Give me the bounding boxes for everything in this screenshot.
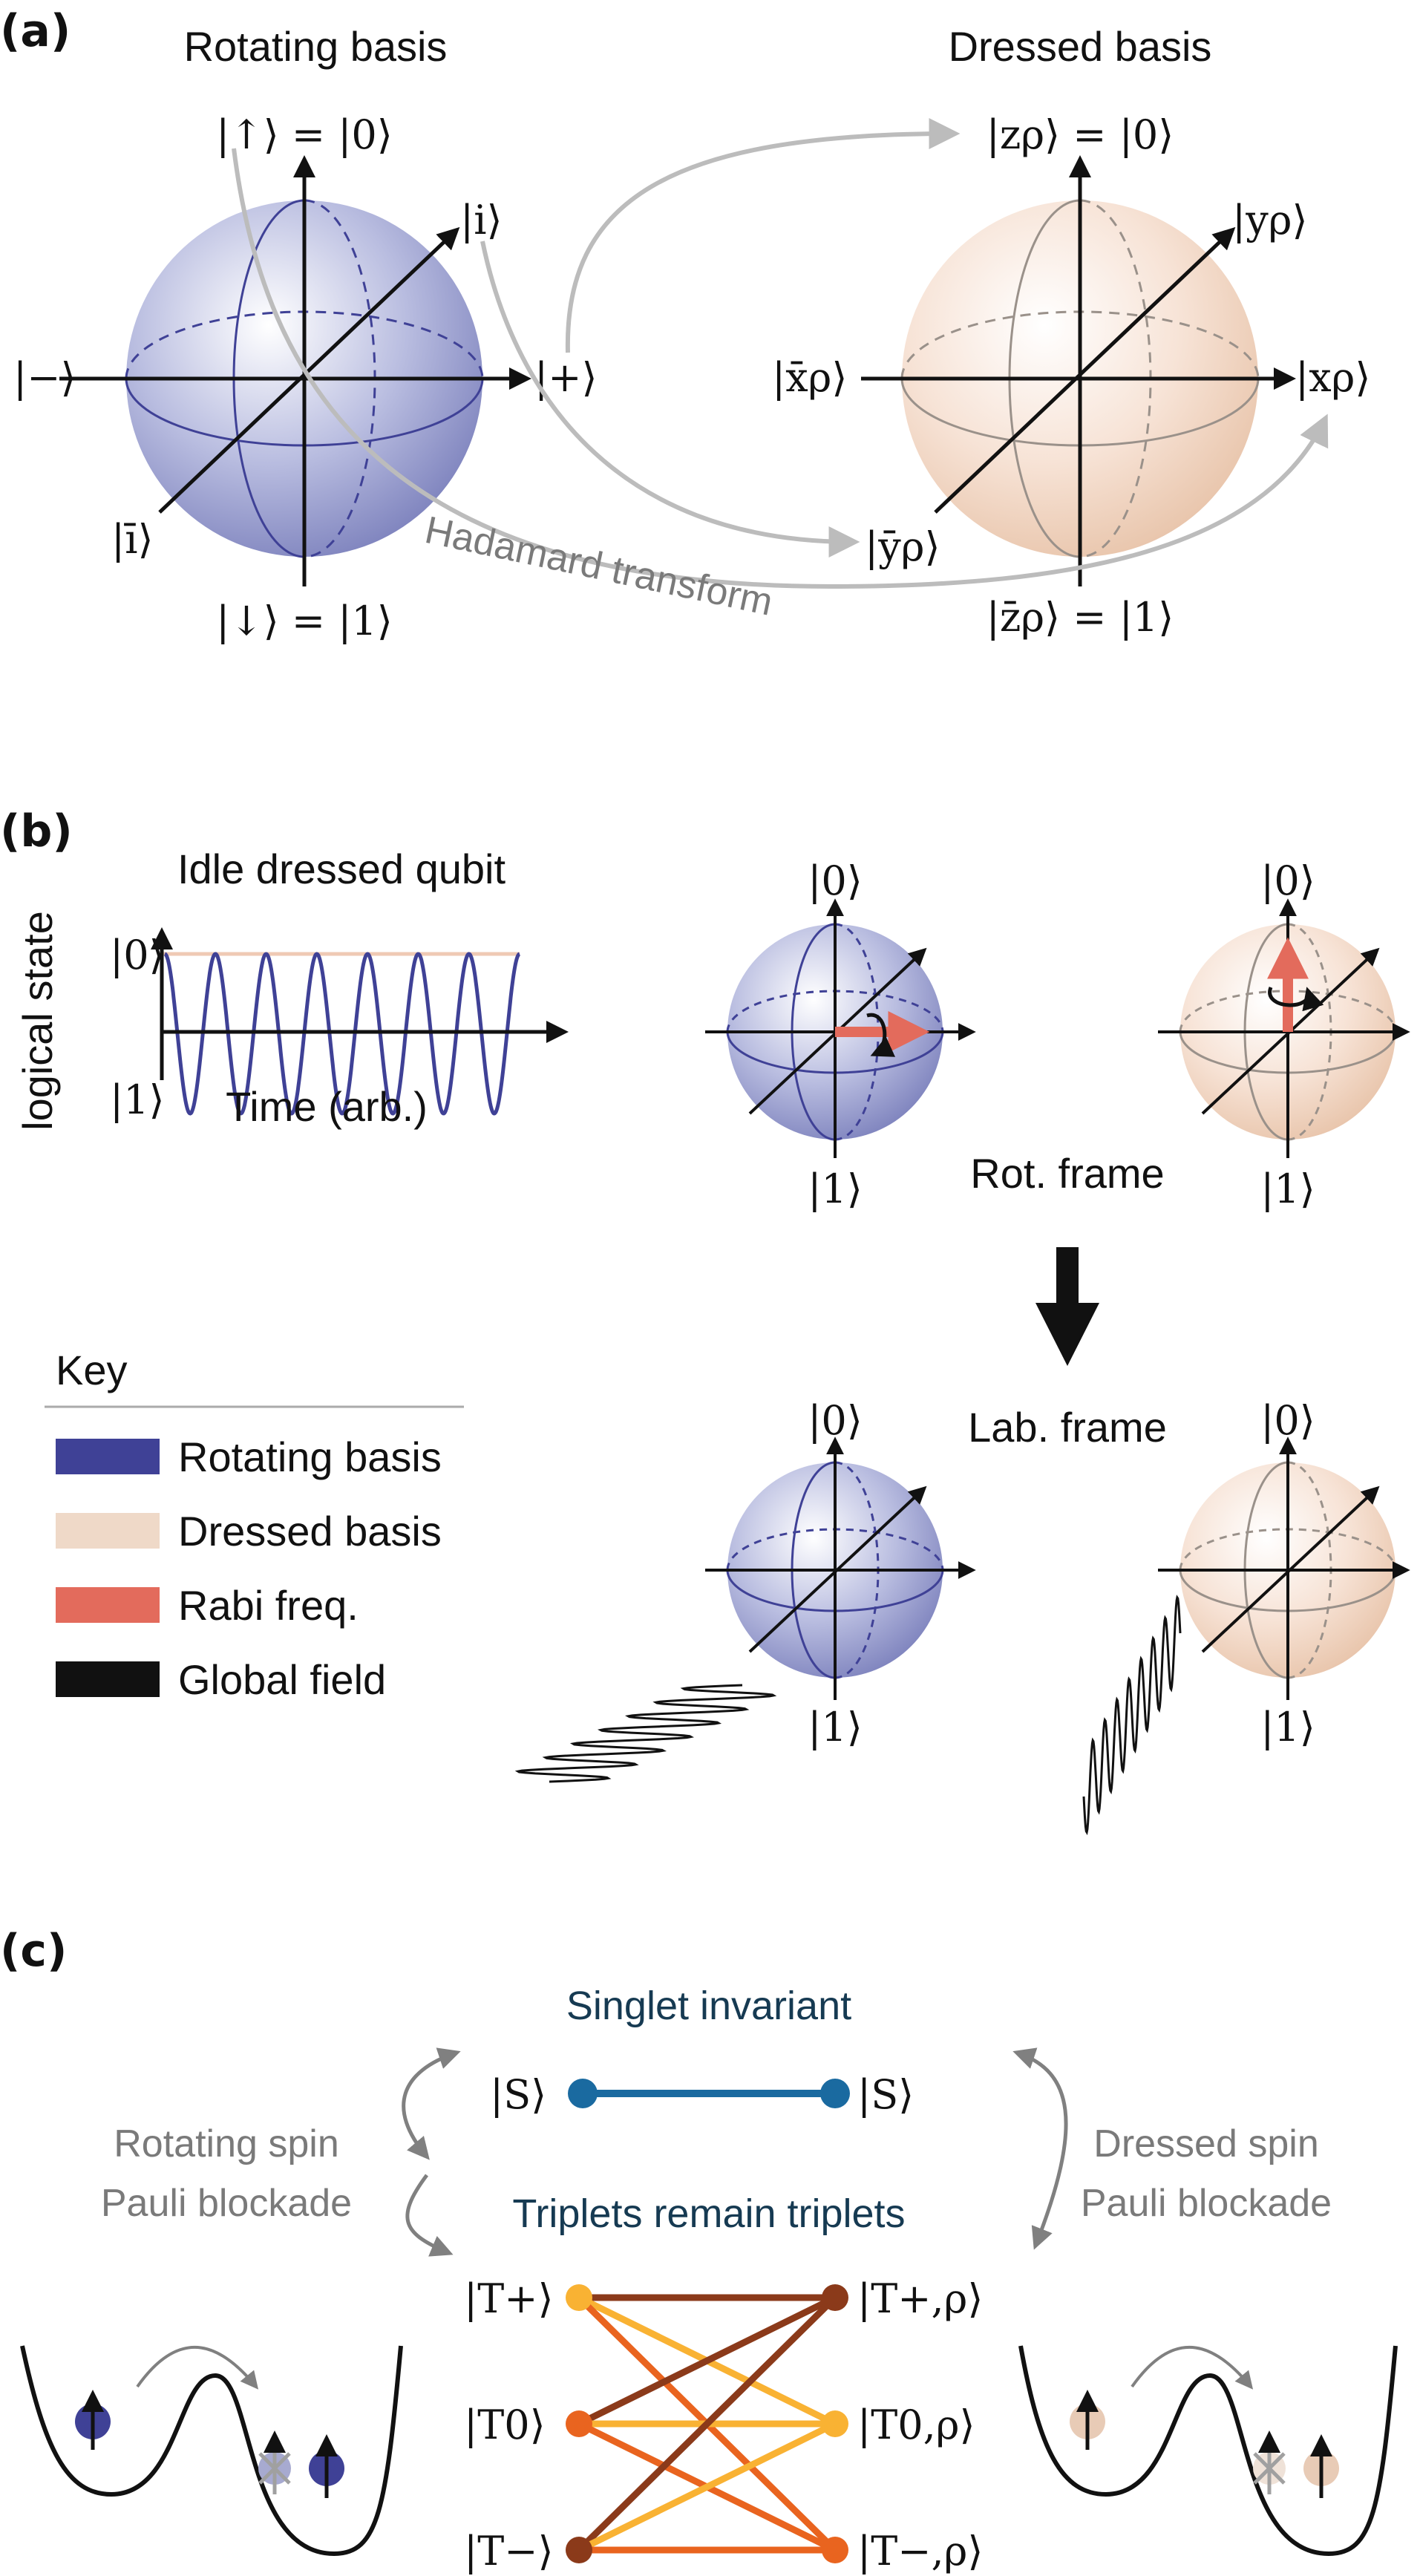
triplet-connections (576, 2294, 838, 2554)
rotating-basis-title: Rotating basis (184, 23, 448, 70)
right-caption-line2: Pauli blockade (1081, 2182, 1332, 2225)
ket-up-zero: |↑⟩ = |0⟩ (216, 111, 393, 158)
ket-t-minus: |T−⟩ (464, 2528, 554, 2575)
ket-x-bar-rho: |x̄ρ⟩ (772, 354, 847, 401)
lab-frame-label: Lab. frame (968, 1404, 1167, 1451)
singlet-left-ket: |S⟩ (490, 2071, 546, 2118)
plus-to-z-arrow (565, 118, 961, 353)
left-curved-arrow-lower (405, 2174, 454, 2257)
ket-y-bar-rho: |ȳρ⟩ (865, 523, 940, 570)
ket-t-minus-rho: |T−,ρ⟩ (857, 2528, 983, 2575)
rotation-curl-icon (866, 1013, 896, 1057)
global-field-trace-blue (514, 1684, 777, 1783)
singlet-node-right (820, 2079, 850, 2108)
panel-c-label: (c) (0, 1925, 67, 1977)
left-caption-line1: Rotating spin (114, 2122, 339, 2165)
key-swatch-rabi (56, 1587, 160, 1623)
lab-frame-peach-sphere (1158, 1436, 1410, 1700)
triplets-title: Triplets remain triplets (512, 2191, 905, 2236)
rot-frame-peach-sphere (1158, 898, 1410, 1158)
lab-frame-blue-sphere (705, 1436, 976, 1700)
frame-change-arrow (1035, 1247, 1099, 1366)
rot-blue-ket-zero: |0⟩ (808, 857, 863, 904)
key-swatch-rotating (56, 1439, 160, 1474)
i-to-ybar-arrow (480, 241, 860, 558)
rotating-oscillation-trace (163, 952, 521, 1116)
panel-c: (c) Singlet invariant |S⟩ |S⟩ Triplets r… (0, 1925, 1398, 2575)
global-field-trace-peach (1082, 1595, 1182, 1836)
panel-b-label: (b) (0, 805, 73, 857)
key-title: Key (56, 1347, 128, 1393)
ket-down-one: |↓⟩ = |1⟩ (216, 598, 393, 644)
left-double-well (20, 2345, 403, 2557)
panel-a: (a) Rotating basis Dressed basis |↑⟩ = |… (0, 5, 1370, 644)
ket-t-plus-rho: |T+,ρ⟩ (857, 2275, 983, 2322)
rot-peach-ket-zero: |0⟩ (1260, 857, 1315, 904)
right-curved-arrow (1012, 2047, 1068, 2250)
lab-blue-ket-one: |1⟩ (808, 1704, 863, 1750)
rotating-bloch-sphere (59, 155, 531, 586)
key-label-rabi: Rabi freq. (178, 1582, 359, 1629)
ytick-zero: |0⟩ (110, 932, 165, 978)
ket-t-plus: |T+⟩ (464, 2275, 554, 2322)
dressed-bloch-sphere (861, 155, 1296, 586)
ytick-one: |1⟩ (110, 1076, 165, 1123)
node-t-plus (566, 2284, 592, 2311)
rotation-curl-icon-2 (1268, 987, 1324, 1012)
rot-peach-ket-one: |1⟩ (1260, 1166, 1315, 1212)
node-t-zero (566, 2410, 592, 2437)
left-caption-line2: Pauli blockade (101, 2182, 352, 2225)
hadamard-arrows (232, 118, 1329, 589)
node-t-zero-rho (822, 2410, 848, 2437)
ket-i-bar: |ī⟩ (111, 516, 154, 563)
dressed-basis-title: Dressed basis (949, 23, 1212, 70)
idle-qubit-plot: |0⟩ |1⟩ Time (arb.) logical state (14, 911, 569, 1131)
ket-minus: |−⟩ (13, 354, 76, 401)
ket-z-rho: |zρ⟩ = |0⟩ (987, 111, 1174, 158)
ket-y-rho: |yρ⟩ (1232, 197, 1308, 243)
rot-frame-blue-sphere (705, 898, 976, 1158)
rot-frame-label: Rot. frame (970, 1150, 1164, 1197)
lab-peach-ket-zero: |0⟩ (1260, 1397, 1315, 1444)
singlet-invariant-title: Singlet invariant (566, 1984, 851, 2028)
key-swatch-dressed (56, 1513, 160, 1549)
left-curved-arrow (402, 2047, 461, 2160)
singlet-node-left (568, 2079, 598, 2108)
tunnel-arrow-left (136, 2345, 259, 2390)
rot-blue-ket-one: |1⟩ (808, 1166, 863, 1212)
ket-t-zero: |T0⟩ (464, 2402, 546, 2448)
legend-key: Key Rotating basis Dressed basis Rabi fr… (45, 1347, 464, 1703)
y-axis-label: logical state (14, 911, 61, 1131)
key-label-global: Global field (178, 1656, 386, 1703)
panel-b: (b) Idle dressed qubit |0⟩ |1⟩ Time (arb… (0, 805, 1410, 1836)
ket-t-zero-rho: |T0,ρ⟩ (857, 2402, 975, 2448)
node-t-minus (566, 2537, 592, 2563)
node-t-minus-rho (822, 2537, 848, 2563)
up-to-x-arrow (232, 148, 1329, 589)
ket-x-rho: |xρ⟩ (1295, 354, 1370, 401)
right-double-well (1018, 2345, 1398, 2557)
right-caption-line1: Dressed spin (1093, 2122, 1318, 2165)
lab-blue-ket-zero: |0⟩ (808, 1397, 863, 1444)
key-label-dressed: Dressed basis (178, 1508, 442, 1555)
node-t-plus-rho (822, 2284, 848, 2311)
tunnel-arrow-right (1131, 2345, 1254, 2390)
lab-peach-ket-one: |1⟩ (1260, 1704, 1315, 1750)
ket-z-bar-rho: |z̄ρ⟩ = |1⟩ (987, 594, 1174, 641)
x-axis-label: Time (arb.) (226, 1083, 428, 1130)
ket-i: |i⟩ (460, 197, 503, 243)
key-swatch-global (56, 1661, 160, 1697)
panel-a-label: (a) (0, 5, 71, 57)
idle-dressed-qubit-title: Idle dressed qubit (177, 846, 506, 892)
key-label-rotating: Rotating basis (178, 1434, 442, 1480)
singlet-right-ket: |S⟩ (857, 2071, 914, 2118)
